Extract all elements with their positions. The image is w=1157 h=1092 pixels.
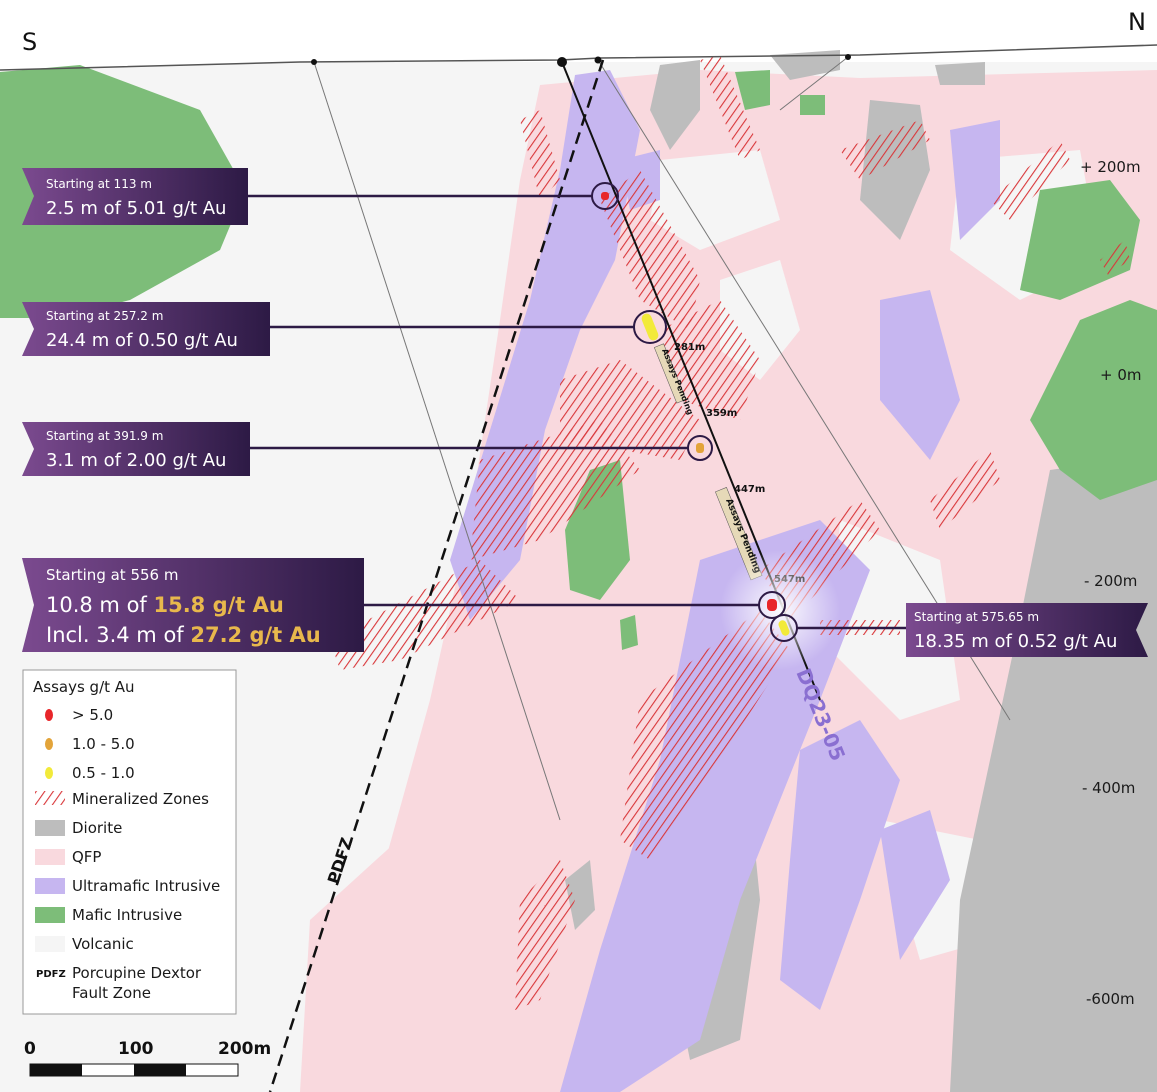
assay-pod-yellow [641, 313, 659, 341]
intercept-label-2: Starting at 257.2 m 24.4 m of 0.50 g/t A… [22, 302, 270, 356]
svg-text:QFP: QFP [72, 848, 101, 866]
legend-swatch-mafic [35, 907, 65, 923]
svg-text:Porcupine Dextor: Porcupine Dextor [72, 964, 202, 982]
assay-pod-yellow [778, 620, 790, 636]
legend-swatch-mineralized [35, 791, 65, 805]
depth-mark: 447m [734, 484, 765, 495]
intercept-label-4: Starting at 556 m 10.8 m of 15.8 g/t Au … [22, 558, 364, 652]
svg-text:Starting at 556 m: Starting at 556 m [46, 566, 178, 584]
depth-mark: 359m [706, 408, 737, 419]
legend-swatch-ultramafic [35, 878, 65, 894]
svg-text:Starting at 575.65 m: Starting at 575.65 m [914, 610, 1039, 624]
mineralized-zones [330, 55, 1130, 1010]
svg-text:200m: 200m [218, 1039, 271, 1059]
svg-text:2.5 m of 5.01 g/t Au: 2.5 m of 5.01 g/t Au [46, 198, 226, 219]
svg-text:Starting at 113 m: Starting at 113 m [46, 177, 152, 191]
mafic-unit [800, 95, 825, 115]
legend-swatch-mid [45, 738, 53, 750]
assay-pod-red [601, 192, 609, 200]
intercept-label-5: Starting at 575.65 m 18.35 m of 0.52 g/t… [906, 603, 1148, 657]
ultramafic-unit [880, 290, 960, 460]
svg-text:Volcanic: Volcanic [72, 935, 134, 953]
svg-text:3.1 m of 2.00 g/t Au: 3.1 m of 2.00 g/t Au [46, 450, 226, 471]
qfp-unit-lower [300, 820, 470, 1092]
elevation-label: - 200m [1084, 572, 1137, 590]
legend-title: Assays g/t Au [33, 678, 135, 696]
intercept-label-3: Starting at 391.9 m 3.1 m of 2.00 g/t Au [22, 422, 250, 476]
svg-text:Fault Zone: Fault Zone [72, 984, 151, 1002]
svg-text:> 5.0: > 5.0 [72, 706, 113, 724]
svg-text:Starting at 257.2 m: Starting at 257.2 m [46, 309, 163, 323]
mafic-unit [735, 70, 770, 110]
diorite-unit [770, 50, 840, 80]
collar-marker [311, 59, 317, 65]
mafic-unit [1030, 300, 1157, 500]
intercept-glow [720, 550, 840, 670]
surface-fill [0, 0, 1157, 70]
surface-topography [0, 44, 1157, 71]
legend-swatch-qfp [35, 849, 65, 865]
elevation-label: + 200m [1080, 158, 1141, 176]
svg-text:Incl. 3.4 m of 27.2 g/t Au: Incl. 3.4 m of 27.2 g/t Au [46, 623, 321, 647]
legend: Assays g/t Au > 5.0 1.0 - 5.0 0.5 - 1.0 … [22, 669, 237, 1015]
pdfz-fault-line [268, 59, 605, 1092]
volcanic-window [650, 150, 780, 250]
ultramafic-unit [880, 810, 950, 960]
legend-swatch-high [45, 709, 53, 721]
south-label: S [22, 28, 37, 56]
elevation-label: + 0m [1100, 366, 1142, 384]
depth-mark: 281m [674, 342, 705, 353]
elevation-label: - 400m [1082, 779, 1135, 797]
svg-text:100: 100 [118, 1039, 154, 1059]
elevation-label: -600m [1086, 990, 1135, 1008]
svg-text:Ultramafic Intrusive: Ultramafic Intrusive [72, 877, 220, 895]
svg-text:Diorite: Diorite [72, 819, 122, 837]
legend-swatch-low [45, 767, 53, 779]
legend-fault-abbr: PDFZ [36, 969, 66, 980]
mafic-unit [620, 615, 638, 650]
svg-text:0: 0 [24, 1039, 36, 1059]
svg-text:1.0 - 5.0: 1.0 - 5.0 [72, 735, 135, 753]
assay-pod-red [767, 599, 777, 611]
svg-text:Mafic Intrusive: Mafic Intrusive [72, 906, 182, 924]
svg-text:Mineralized Zones: Mineralized Zones [72, 790, 209, 808]
legend-swatch-volcanic [35, 936, 65, 952]
svg-text:18.35 m of 0.52 g/t Au: 18.35 m of 0.52 g/t Au [914, 631, 1117, 652]
collar-marker [845, 54, 851, 60]
diorite-unit [565, 860, 595, 930]
svg-text:24.4 m of 0.50 g/t Au: 24.4 m of 0.50 g/t Au [46, 330, 238, 351]
intercept-label-1: Starting at 113 m 2.5 m of 5.01 g/t Au [22, 168, 248, 225]
ultramafic-unit [780, 720, 900, 1010]
north-label: N [1128, 8, 1146, 36]
svg-text:10.8 m of 15.8 g/t Au: 10.8 m of 15.8 g/t Au [46, 593, 284, 617]
drill-collar [557, 57, 567, 67]
diorite-unit [935, 62, 985, 85]
legend-swatch-diorite [35, 820, 65, 836]
svg-text:0.5 - 1.0: 0.5 - 1.0 [72, 764, 135, 782]
assay-pod-orange [696, 443, 704, 453]
ultramafic-unit [950, 120, 1000, 240]
svg-text:Starting at 391.9 m: Starting at 391.9 m [46, 429, 163, 443]
diorite-unit [650, 60, 700, 150]
scale-bar: 0 100 200m [24, 1039, 271, 1077]
collar-marker [594, 56, 602, 64]
